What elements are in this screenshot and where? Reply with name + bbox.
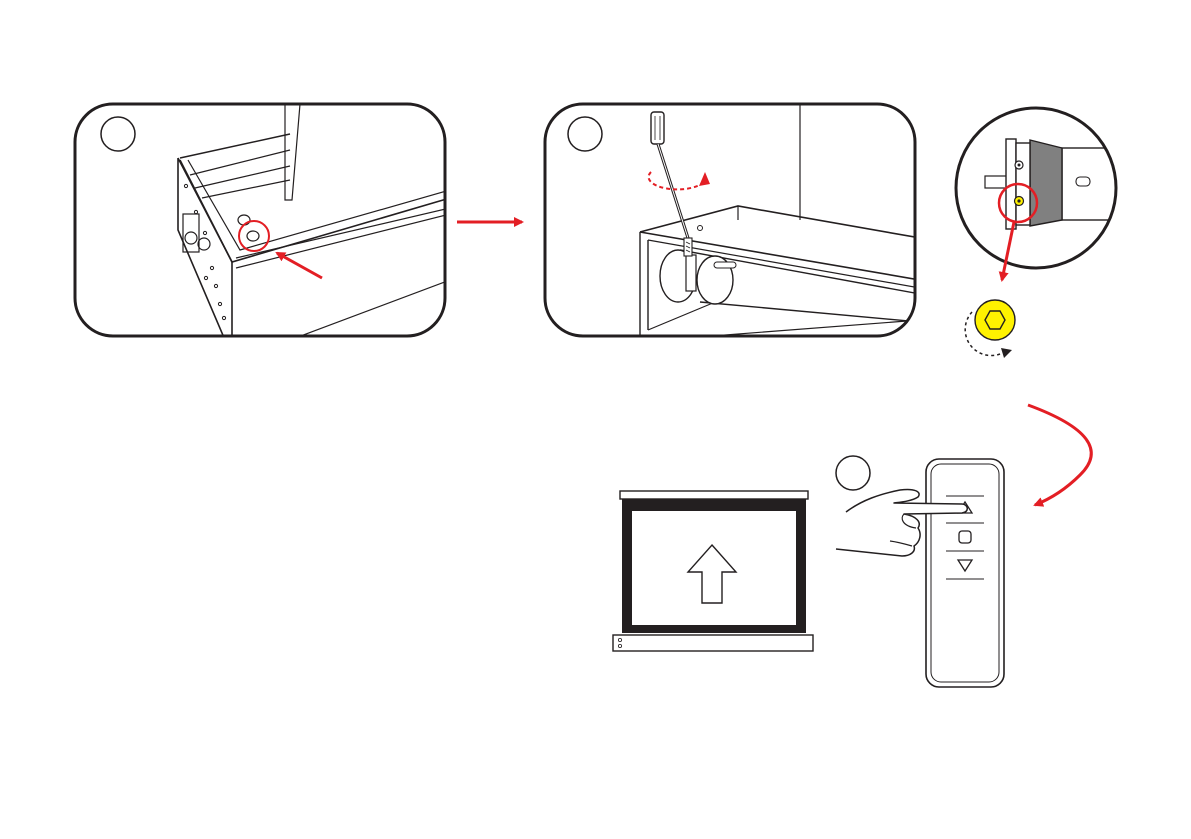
detail-pointer-arrow-icon — [1002, 222, 1014, 280]
panel-1-illustration — [178, 104, 450, 340]
detail-zoom-view — [956, 108, 1118, 358]
curved-arrow-icon — [1028, 405, 1091, 505]
panel-2-illustration — [640, 104, 920, 340]
screwdriver-icon — [651, 112, 688, 238]
remote-control-icon — [926, 459, 1004, 687]
panel-step-2 — [545, 104, 920, 340]
pointer-arrow-icon — [277, 253, 322, 278]
step-2-badge — [568, 117, 602, 151]
panel-step-3 — [613, 456, 1004, 687]
panel-step-1 — [75, 104, 450, 340]
rotate-arrow-icon — [649, 172, 710, 189]
hex-screw-icon — [975, 300, 1015, 340]
step-3-badge — [836, 456, 870, 490]
projection-screen — [613, 491, 813, 651]
stop-square-button[interactable] — [959, 531, 971, 543]
step-1-badge — [101, 117, 135, 151]
